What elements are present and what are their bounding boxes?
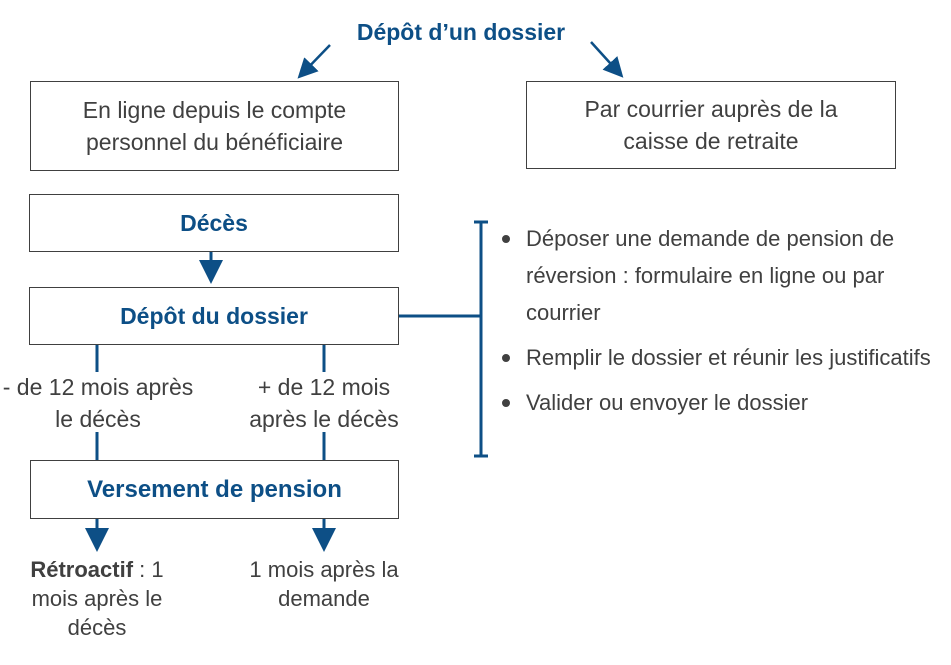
option-online-label: En ligne depuis le compte personnel du b…	[82, 97, 347, 155]
step-depot-box: Dépôt du dossier	[29, 287, 399, 345]
details-item: Remplir le dossier et réunir les justifi…	[498, 339, 938, 376]
details-list: Déposer une demande de pension de révers…	[498, 220, 938, 429]
branch-more-12-months: + de 12 mois après le décès	[249, 374, 399, 432]
details-item: Valider ou envoyer le dossier	[498, 384, 938, 421]
step-versement-label: Versement de pension	[87, 475, 342, 503]
result-retroactif: Rétroactif : 1 mois après le décès	[10, 555, 184, 642]
details-item: Déposer une demande de pension de révers…	[498, 220, 938, 331]
result-retroactif-bold: Rétroactif	[30, 557, 134, 582]
option-mail-label: Par courrier auprès de la caisse de retr…	[584, 96, 838, 154]
result-retroactif-rest: : 1 mois après le décès	[31, 557, 164, 640]
arrow-title-to-mail	[590, 41, 624, 78]
result-from-demand: 1 mois après la demande	[249, 557, 399, 611]
step-versement-box: Versement de pension	[30, 460, 399, 519]
arrow-title-to-online	[297, 44, 331, 79]
diagram-title: Dépôt d’un dossier	[356, 19, 566, 45]
step-deces-box: Décès	[29, 194, 399, 252]
branch-less-12-months: - de 12 mois après le décès	[2, 374, 194, 432]
step-depot-label: Dépôt du dossier	[120, 303, 308, 329]
step-deces-label: Décès	[180, 210, 248, 236]
option-mail-box: Par courrier auprès de la caisse de retr…	[526, 81, 896, 169]
option-online-box: En ligne depuis le compte personnel du b…	[30, 81, 399, 171]
